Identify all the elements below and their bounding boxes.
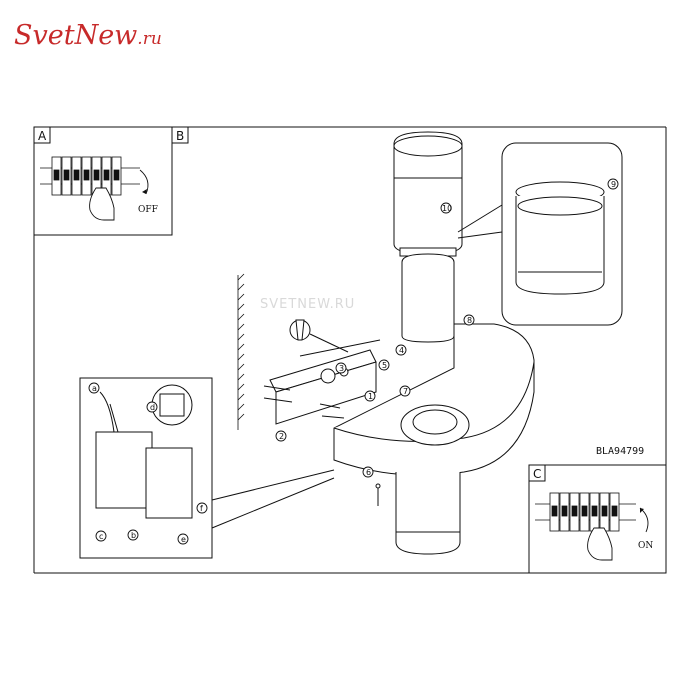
lamp-bottom-cylinder xyxy=(395,472,461,555)
panel-b: B xyxy=(171,126,189,144)
switch-on-label: ON xyxy=(638,541,653,551)
switch-off-label: OFF xyxy=(138,205,158,215)
panel-c-letter: C xyxy=(533,467,541,481)
step-label-10: 10 xyxy=(442,204,452,213)
step-marker-2 xyxy=(275,430,287,442)
hand-icon xyxy=(587,527,613,561)
step-marker-5 xyxy=(378,359,390,371)
wall-hatch xyxy=(237,273,245,430)
panel-a-letter: A xyxy=(38,129,47,143)
logo: SvetNew.ru xyxy=(14,20,204,56)
model-code: BLA94799 xyxy=(596,446,644,457)
lamp-inner-tube xyxy=(401,253,455,343)
step-marker-7 xyxy=(399,385,411,397)
junction-marker-c xyxy=(95,530,107,542)
junction-label-f: f xyxy=(200,504,203,513)
step-label-5: 5 xyxy=(382,361,387,370)
step-labels: 1 2 3 4 5 6 7 8 9 10 xyxy=(279,180,616,477)
screws xyxy=(263,385,381,506)
step-markers xyxy=(275,178,619,478)
lamp-top-cylinder xyxy=(393,131,463,257)
junction-label-d: d xyxy=(150,403,155,412)
junction-markers xyxy=(88,382,208,545)
logo-domain: .ru xyxy=(137,29,162,49)
step-label-7: 7 xyxy=(403,387,408,396)
watermark-text: SVETNEW.RU xyxy=(260,297,355,312)
step-marker-6 xyxy=(362,466,374,478)
junction-marker-d xyxy=(146,401,158,413)
step-label-8: 8 xyxy=(467,316,472,325)
step-marker-4 xyxy=(395,344,407,356)
step-marker-3 xyxy=(335,362,347,374)
lamp-base-halfmoon xyxy=(333,323,535,476)
step-marker-10 xyxy=(440,202,452,214)
step-marker-9 xyxy=(607,178,619,190)
junction-label-a: a xyxy=(92,384,97,393)
step-marker-8 xyxy=(463,314,475,326)
junction-labels: a b c d e f xyxy=(92,384,203,544)
panel-c: C ON xyxy=(528,464,667,574)
panel-a: A OFF xyxy=(33,126,173,236)
junction-label-e: e xyxy=(181,535,186,544)
junction-marker-f xyxy=(196,502,208,514)
junction-label-c: c xyxy=(99,532,103,541)
mounting-bracket xyxy=(269,319,381,425)
zoom-detail xyxy=(457,142,623,326)
junction-marker-b xyxy=(127,529,139,541)
rotation-arrow-icon xyxy=(139,169,149,195)
step-label-6: 6 xyxy=(366,468,371,477)
junction-marker-e xyxy=(177,533,189,545)
step-label-2: 2 xyxy=(279,432,284,441)
hand-icon xyxy=(89,187,115,221)
logo-text: SvetNew.ru xyxy=(14,20,162,51)
junction-label-b: b xyxy=(131,531,136,540)
breaker-strip-c xyxy=(535,492,636,532)
panel-b-letter: B xyxy=(176,129,184,143)
step-label-9: 9 xyxy=(611,180,616,189)
breaker-strip-a xyxy=(40,156,140,196)
junction-box-panel xyxy=(79,377,335,559)
step-label-3: 3 xyxy=(339,364,344,373)
logo-main: SvetNew xyxy=(14,20,138,51)
step-marker-1 xyxy=(364,390,376,402)
junction-marker-a xyxy=(88,382,100,394)
step-label-4: 4 xyxy=(399,346,404,355)
step-label-1: 1 xyxy=(368,392,373,401)
